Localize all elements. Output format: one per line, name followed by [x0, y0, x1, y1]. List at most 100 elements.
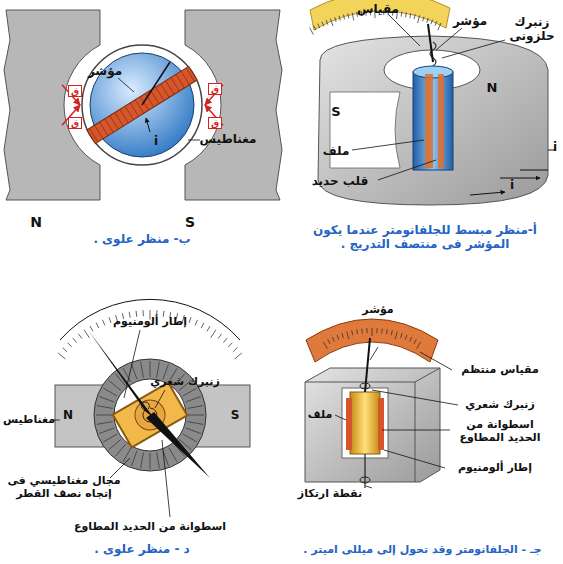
- scale-tick: [102, 320, 104, 326]
- coil-winding: [135, 100, 143, 114]
- scale-tick: [347, 332, 349, 340]
- part-label: مجال مغناطيسي فى إتجاه نصف القطر: [7, 475, 122, 500]
- pole-letter: N: [63, 409, 73, 423]
- scale-tick: [218, 334, 222, 339]
- scale-tick: [326, 20, 328, 25]
- part-label: مقياس: [357, 3, 399, 17]
- scale-tick: [332, 337, 334, 342]
- coil: [378, 398, 384, 450]
- scale-tick: [78, 334, 82, 339]
- scale-tick: [405, 335, 407, 340]
- scale-tick: [391, 330, 392, 335]
- field-line: [99, 428, 114, 433]
- scale-tick: [386, 329, 388, 334]
- scale-tick: [233, 348, 237, 352]
- scale-tick: [438, 23, 441, 30]
- leader-line: [124, 330, 140, 398]
- hair-spring: [360, 383, 370, 389]
- field-line: [169, 448, 177, 462]
- field-line: [150, 453, 151, 469]
- scale-tick: [405, 12, 407, 17]
- pole-letter: S: [331, 105, 340, 120]
- part-label: مغناطيس: [3, 414, 55, 427]
- force-symbol: ق: [68, 117, 82, 129]
- part-label: مؤشر: [453, 15, 487, 29]
- coil-winding: [145, 93, 153, 107]
- panel-a-illustration: [310, 0, 556, 205]
- part-label: زنبرك شعري: [150, 376, 220, 389]
- scale-tick: [189, 317, 191, 323]
- scale-tick: [58, 353, 65, 359]
- pointer-tail: [146, 412, 210, 478]
- scale-tick: [414, 339, 416, 343]
- scale-tick: [335, 17, 337, 22]
- field-line: [141, 452, 144, 468]
- scale-tick: [314, 25, 316, 29]
- scale-tick: [356, 329, 358, 334]
- pointer: [428, 24, 433, 62]
- scale-tick: [423, 17, 424, 22]
- scale-tick: [348, 13, 349, 18]
- part-label: قلب حديد: [312, 175, 369, 189]
- field-line: [96, 415, 112, 416]
- scale-tick: [337, 335, 339, 340]
- pointer: [88, 330, 154, 418]
- scale-tick: [395, 332, 397, 340]
- scale-tick: [339, 16, 340, 21]
- magnet-edge: [415, 382, 416, 482]
- pivot: [364, 454, 365, 488]
- current-wire: [520, 150, 556, 170]
- pole-letter: N: [487, 81, 498, 96]
- coil-winding: [425, 74, 433, 168]
- scale-tick: [418, 15, 420, 23]
- field-line: [132, 451, 137, 466]
- scale-tick: [109, 317, 111, 323]
- force-symbol: ق: [208, 117, 222, 129]
- magnet-gap: [342, 388, 388, 458]
- scale-tick: [366, 328, 367, 333]
- scale-tick: [207, 326, 210, 331]
- panel-caption: جـ - الجلفانومتر وقد تحول إلى ميللى اميت…: [285, 544, 560, 557]
- panel-b-illustration: [4, 10, 282, 200]
- part-label: مقياس منتظم: [461, 364, 539, 377]
- part-label: اسطوانة من الحديد المطاوع: [74, 521, 226, 534]
- pole-letter: N: [30, 214, 42, 230]
- coil-winding: [161, 84, 169, 98]
- scale-tick: [427, 18, 429, 23]
- coil-winding: [100, 122, 108, 136]
- scale-ticks: [58, 310, 242, 359]
- part-label: زنبرك شعري: [465, 399, 535, 412]
- leader-line: [420, 352, 452, 370]
- leader-line: [436, 28, 462, 50]
- leader-line: [384, 450, 445, 468]
- pointer: [142, 62, 170, 105]
- coil-winding: [125, 106, 133, 120]
- scale-tick: [410, 337, 412, 342]
- part-label: مؤشر: [88, 65, 122, 79]
- scale-tick: [361, 329, 363, 334]
- scale-tick: [401, 333, 403, 338]
- field-line: [103, 434, 117, 442]
- part-label: مغناطيس: [200, 133, 257, 147]
- scale-tick: [435, 21, 437, 26]
- scale-tick: [228, 343, 232, 347]
- scale-tick: [376, 328, 377, 333]
- field-line: [186, 397, 201, 402]
- scale-tick: [410, 13, 411, 18]
- panel-j-illustration: [305, 319, 458, 488]
- panel-caption: أ-منظر مبسط للجلفانومتر عندما يكون المؤش…: [290, 224, 560, 252]
- scale-tick: [235, 353, 242, 359]
- current-arrow: [146, 118, 150, 132]
- scale-tick: [318, 24, 320, 29]
- coil-winding: [156, 87, 164, 101]
- force-symbol: ق: [68, 85, 82, 97]
- pole-letter: S: [185, 214, 195, 230]
- scale-tick: [223, 338, 227, 343]
- part-label: إطار ألومنيوم: [113, 316, 187, 329]
- part-label: نقطة ارتكاز: [298, 488, 362, 501]
- leader-line: [352, 140, 424, 150]
- scale-tick: [323, 342, 327, 349]
- scale-tick: [342, 333, 344, 338]
- coil-cylinder: [413, 72, 453, 170]
